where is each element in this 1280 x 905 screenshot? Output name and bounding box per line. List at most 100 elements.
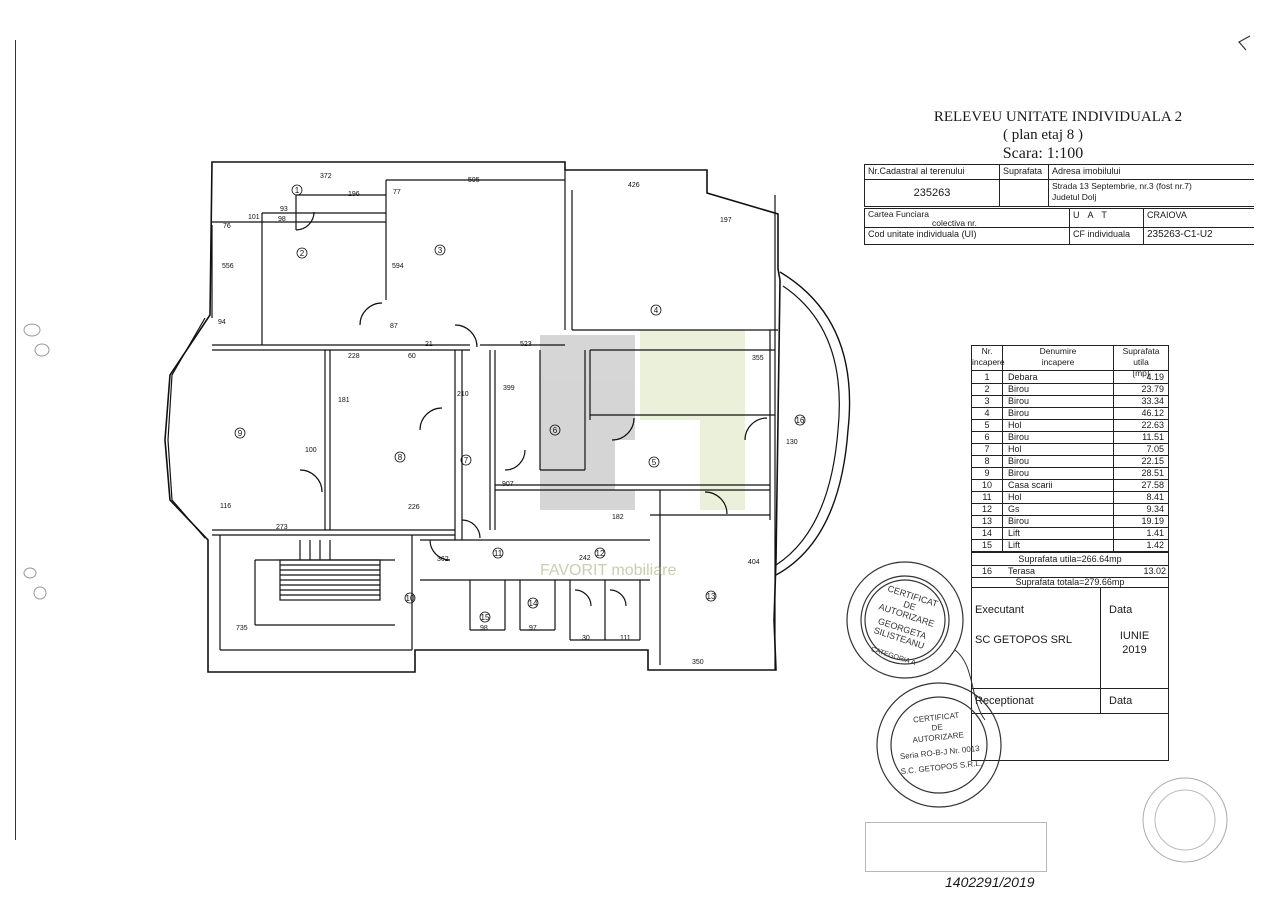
dim-label: 98 bbox=[278, 216, 286, 223]
receptionat-date-cell: Data bbox=[1101, 689, 1168, 714]
room-row-nr: 6 bbox=[984, 432, 990, 442]
execution-table: Executant SC GETOPOS SRL Data IUNIE 2019… bbox=[971, 588, 1169, 761]
cf-colectiva-label: Cartea Funciara bbox=[868, 209, 929, 219]
stamp-authorization-1 bbox=[846, 561, 964, 679]
cadastral-value: 235263 bbox=[864, 179, 1000, 207]
signature-stroke bbox=[954, 649, 986, 721]
room-row-area: 22.63 bbox=[1141, 420, 1164, 430]
room-number: 7 bbox=[464, 456, 469, 465]
room-number: 11 bbox=[494, 549, 503, 558]
room-row-nr: 5 bbox=[984, 420, 990, 430]
rooms-header-area: Suprafata utila [mp] bbox=[1114, 346, 1168, 378]
dim-label: 372 bbox=[320, 173, 332, 180]
dim-label: 100 bbox=[305, 447, 317, 454]
dim-label: 907 bbox=[502, 481, 514, 488]
room-number: 2 bbox=[300, 249, 305, 258]
dim-label: 77 bbox=[393, 189, 401, 196]
room-row-area: 1.42 bbox=[1146, 540, 1164, 550]
rooms-header-name-text2: incapere bbox=[1041, 357, 1075, 367]
room-row-nr: 12 bbox=[981, 504, 992, 514]
executant-label: Executant bbox=[975, 604, 1024, 616]
stamp-authorization-2 bbox=[876, 682, 1002, 808]
address-value: Strada 13 Septembrie, nr.3 (fost nr.7) J… bbox=[1048, 179, 1254, 207]
stamps: CERTIFICAT DE AUTORIZARE GEORGETA SILIST… bbox=[846, 561, 1002, 808]
room-row-nr: 14 bbox=[981, 528, 992, 538]
dim-label: 197 bbox=[720, 217, 732, 224]
room-row-nr: 10 bbox=[981, 480, 992, 490]
terrace-name: Terasa bbox=[1008, 566, 1036, 576]
dim-label: 101 bbox=[248, 214, 260, 221]
date-label: Data bbox=[1109, 604, 1133, 616]
dim-label: 98 bbox=[480, 625, 488, 632]
document-title: RELEVEU UNITATE INDIVIDUALA 2 bbox=[933, 109, 1183, 125]
room-row: 5 Hol 22.63 bbox=[972, 419, 1168, 432]
cod-ui-label: Cod unitate individuala (UI) bbox=[864, 227, 1070, 245]
date-value-month: IUNIE bbox=[1119, 630, 1150, 642]
dim-label: 196 bbox=[348, 191, 360, 198]
registration-stamp bbox=[865, 822, 1047, 872]
dim-label: 21 bbox=[425, 341, 433, 348]
corner-mark bbox=[1238, 35, 1251, 51]
dim-label: 94 bbox=[218, 319, 226, 326]
cf-individuala-value: 235263-C1-U2 bbox=[1143, 227, 1254, 245]
registration-number: 1402291/2019 bbox=[945, 874, 1035, 890]
room-row-name: Hol bbox=[1008, 444, 1022, 454]
room-row-area: 22.15 bbox=[1141, 456, 1164, 466]
cf-colectiva-label2: colectiva nr. bbox=[932, 218, 977, 228]
room-number: 8 bbox=[398, 453, 403, 462]
address-line1: Strada 13 Septembrie, nr.3 (fost nr.7) bbox=[1052, 181, 1192, 191]
room-row-area: 8.41 bbox=[1146, 492, 1164, 502]
room-row-nr: 11 bbox=[982, 492, 992, 502]
room-row-area: 46.12 bbox=[1141, 408, 1164, 418]
hole-punch-marks bbox=[23, 323, 50, 357]
date-cell: Data IUNIE 2019 bbox=[1101, 588, 1168, 688]
info-header-surface: Suprafata bbox=[999, 164, 1049, 180]
rooms-header-area-text2: [mp] bbox=[1132, 368, 1150, 378]
stamp2-text: Seria RO-B-J Nr. 0013 bbox=[900, 744, 981, 761]
rooms-total: Suprafata totala=279.66mp bbox=[1015, 577, 1125, 587]
room-number: 15 bbox=[481, 613, 490, 622]
room-row-nr: 13 bbox=[981, 516, 992, 526]
rooms-header-name: Denumire incapere bbox=[1003, 346, 1114, 371]
stamp1-text: CATEGORIA A bbox=[870, 646, 917, 667]
info-header-address: Adresa imobilului bbox=[1048, 164, 1254, 180]
dim-label: 210 bbox=[457, 391, 469, 398]
dim-label: 399 bbox=[503, 385, 515, 392]
room-number: 3 bbox=[438, 246, 443, 255]
stamp2-text: AUTORIZARE bbox=[912, 730, 964, 744]
receptionat-date-label: Data bbox=[1109, 695, 1133, 707]
dim-label: 30 bbox=[582, 635, 590, 642]
dim-label: 93 bbox=[280, 206, 288, 213]
room-number: 4 bbox=[654, 306, 659, 315]
room-number: 14 bbox=[529, 599, 538, 608]
document-subtitle: ( plan etaj 8 ) bbox=[1003, 127, 1083, 143]
dim-label: 182 bbox=[612, 514, 624, 521]
room-row-nr: 8 bbox=[984, 456, 990, 466]
rooms-subtotal: Suprafata utila=266.64mp bbox=[972, 552, 1168, 566]
dim-label: 735 bbox=[236, 625, 248, 632]
room-number: 5 bbox=[652, 458, 657, 467]
dim-label: 116 bbox=[220, 503, 231, 510]
cf-colectiva: Cartea Funciara colectiva nr. bbox=[864, 208, 1070, 228]
executant-cell: Executant SC GETOPOS SRL bbox=[972, 588, 1101, 688]
dim-label: 181 bbox=[338, 397, 350, 404]
dim-label: 228 bbox=[348, 353, 360, 360]
room-row-name: Debara bbox=[1008, 372, 1038, 382]
room-row-name: Birou bbox=[1008, 432, 1030, 442]
dim-label: 362 bbox=[437, 556, 449, 563]
dim-label: 273 bbox=[276, 524, 288, 531]
room-row-name: Hol bbox=[1008, 420, 1022, 430]
room-row-area: 4.19 bbox=[1146, 372, 1164, 382]
faint-stamp bbox=[1142, 777, 1228, 863]
dim-label: 242 bbox=[579, 555, 591, 562]
room-row-name: Lift bbox=[1008, 528, 1021, 538]
rooms-header-area-text: Suprafata utila bbox=[1122, 346, 1160, 367]
room-number: 16 bbox=[796, 416, 805, 425]
stamp2-text: S.C. GETOPOS S.R.L. bbox=[900, 759, 982, 776]
rooms-header-nr-text: Nr. bbox=[981, 346, 993, 356]
stamp1-text: DE bbox=[902, 599, 917, 612]
